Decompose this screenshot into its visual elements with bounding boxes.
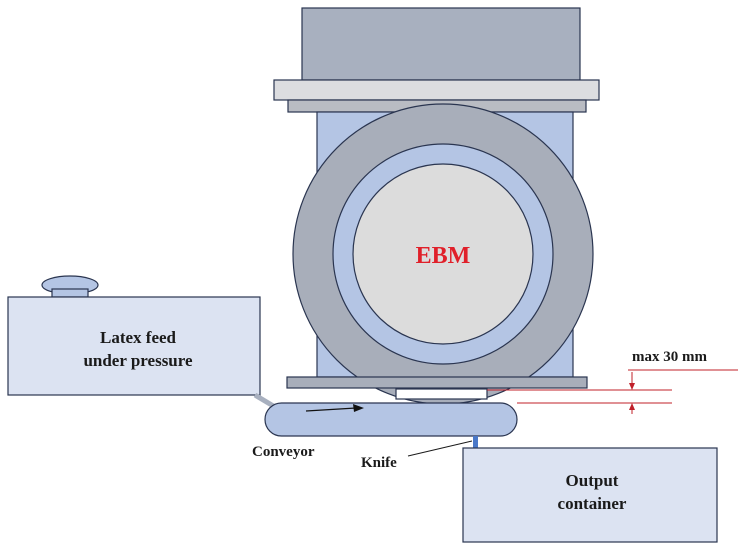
ebm-label: EBM <box>416 243 471 269</box>
ebm-top-block <box>301 7 581 81</box>
ebm-top-flange <box>273 79 600 101</box>
max-gap-label: max 30 mm <box>632 349 707 365</box>
output-container <box>462 447 718 543</box>
conveyor-direction-arrow <box>305 407 357 412</box>
knife-label: Knife <box>361 455 397 471</box>
knife-blade <box>473 436 478 450</box>
gap-arrow-down <box>629 383 635 390</box>
knife-pointer <box>407 440 473 457</box>
latex-feed-label-line1: Latex feed <box>100 328 177 347</box>
ebm-core <box>352 163 534 345</box>
ebm-beam-window <box>395 388 488 400</box>
tank-cap-neck <box>51 288 89 298</box>
conveyor-arrowhead <box>353 404 364 412</box>
gap-arrow-up <box>629 403 635 410</box>
conveyor-label: Conveyor <box>252 444 315 460</box>
feed-pipe <box>253 392 277 410</box>
output-label-line2: container <box>558 494 627 513</box>
conveyor-belt <box>264 402 518 437</box>
ebm-bottom-flange <box>286 376 588 389</box>
latex-feed-tank <box>7 296 261 396</box>
latex-feed-label-line2: under pressure <box>83 351 193 370</box>
output-label-line1: Output <box>566 471 619 490</box>
